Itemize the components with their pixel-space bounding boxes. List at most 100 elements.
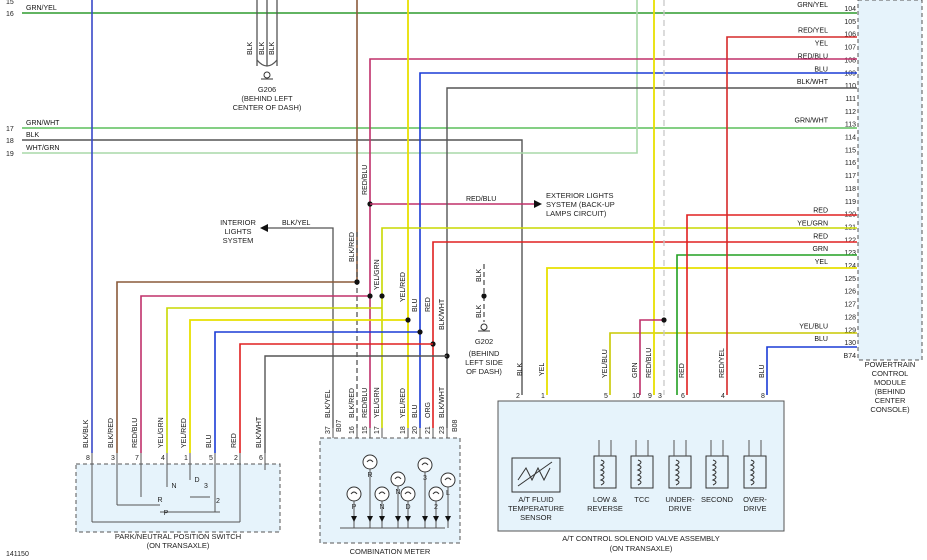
pcm-pin-number: 105 <box>844 19 856 26</box>
pcm-pin-number: 106 <box>844 32 856 39</box>
wire-label: RED <box>425 297 432 312</box>
pcm-pin-number: 112 <box>845 109 856 116</box>
solenoid-pin-number: 4 <box>721 393 725 400</box>
pn-contact-label: 3 <box>204 483 208 490</box>
pcm-wire-label: YEL <box>815 41 828 48</box>
wire-label: YEL <box>539 363 546 376</box>
lamp-filament-icon <box>404 491 412 495</box>
solenoid-coil <box>743 455 767 489</box>
sensor-label: TEMPERATURE <box>508 504 564 513</box>
wire-grn-sol <box>676 254 857 395</box>
pn-pin-number: 7 <box>135 455 139 462</box>
wire-label: WHT/GRN <box>26 145 59 152</box>
meter-wire-label: YEL/RED <box>400 388 407 418</box>
pn-contact-label: D <box>194 477 199 484</box>
wire-blk-red-switch <box>116 281 357 453</box>
splice-dot <box>367 293 373 299</box>
wire-label: GRN/WHT <box>26 120 60 127</box>
solenoid-pin-number: 2 <box>516 393 520 400</box>
meter-wire-label: BLU <box>412 404 419 418</box>
coil-icon <box>711 459 717 486</box>
pcm-label-line: MODULE <box>874 378 906 387</box>
g206-id: G206 <box>258 85 276 94</box>
lamp-icon <box>374 486 390 502</box>
exterior-lights-label: SYSTEM (BACK-UP <box>546 200 615 209</box>
wire-label: BLK/RED <box>349 232 356 262</box>
diode-icon <box>405 516 411 522</box>
meter-wire-label: BLK/YEL <box>325 389 332 418</box>
pcm-pin-number: B74 <box>844 353 857 360</box>
wire-red-blu <box>369 58 857 428</box>
pn-wire-label: BLK/BLK <box>83 419 90 448</box>
lamp-filament-icon <box>394 476 402 480</box>
solenoid-pin-number: 1 <box>541 393 545 400</box>
pcm-wire-label: RED <box>813 233 828 240</box>
lamp-icon <box>362 454 378 470</box>
coil-icon <box>636 459 642 486</box>
pcm-pin-number: 126 <box>844 289 856 296</box>
pcm-pin-number: 123 <box>844 250 856 257</box>
interior-wire-label: BLK/YEL <box>282 220 311 227</box>
solenoid-name: DRIVE <box>669 504 692 513</box>
lamp-filament-icon <box>432 491 440 495</box>
pcm-label-line: (BEHIND <box>875 387 906 396</box>
meter-pin-number: 15 <box>362 426 369 434</box>
row-number: 16 <box>6 11 14 18</box>
solenoid-assembly-sublabel: (ON TRANSAXLE) <box>610 544 673 553</box>
wire-blk-row18 <box>22 139 523 395</box>
wire-label: RED/BLU <box>362 165 369 195</box>
arrow-right-icon <box>534 200 542 208</box>
pn-contact-label: 2 <box>216 498 220 505</box>
g202-wire-label: BLK <box>476 304 483 318</box>
g202-desc: OF DASH) <box>466 367 502 376</box>
wire-label: GRN/YEL <box>26 5 57 12</box>
pcm-label: POWERTRAIN CONTROL MODULE (BEHIND CENTER… <box>865 360 916 414</box>
solenoid-wire-label: GRN <box>632 362 639 378</box>
pcm-pin-number: 128 <box>844 314 856 321</box>
solenoid-name: TCC <box>634 495 650 504</box>
solenoid-name: SECOND <box>701 495 734 504</box>
wire-yel-blu-sol <box>609 332 857 395</box>
pcm-pin-number: 118 <box>845 186 856 193</box>
wire-label: BLK <box>517 362 524 376</box>
lamp-icon <box>417 457 433 473</box>
splice-dot <box>354 279 360 285</box>
pcm-pin-number: 113 <box>845 122 856 129</box>
g206-wire-label: BLK <box>259 41 266 55</box>
solenoid-wire-label: RED/BLU <box>646 348 653 378</box>
diode-icon <box>395 516 401 522</box>
wire-label: BLU <box>412 298 419 312</box>
wire-label: BLK/WHT <box>439 298 446 330</box>
row-number: 17 <box>6 126 14 133</box>
thermistor-icon <box>517 461 553 487</box>
g206-bundle <box>256 59 278 67</box>
g206-wire-label: BLK <box>247 41 254 55</box>
solenoid-coil <box>593 455 617 489</box>
pn-pin-number: 1 <box>184 455 188 462</box>
wire-blu-sol <box>766 346 857 395</box>
lamp-filament-icon <box>350 491 358 495</box>
pn-wire-label: YEL/RED <box>181 418 188 448</box>
lamp-filament-icon <box>444 477 452 481</box>
pcm-pin-number: 125 <box>844 276 856 283</box>
exterior-wire-label: RED/BLU <box>466 196 496 203</box>
pcm-pin-number: 116 <box>845 160 856 167</box>
wire-red-sol <box>686 214 857 395</box>
solenoid-wire-label: BLU <box>759 364 766 378</box>
solenoid-wire-label: RED/YEL <box>719 348 726 378</box>
pcm-pin-number: 124 <box>844 263 856 270</box>
g202-desc: (BEHIND <box>469 349 500 358</box>
coil-icon <box>599 459 605 486</box>
pcm-wire-label: RED <box>813 208 828 215</box>
splice-dot <box>481 293 487 299</box>
meter-pin-number: 37 <box>325 426 332 434</box>
pn-pin-number: 8 <box>86 455 90 462</box>
solenoid-name: UNDER- <box>665 495 695 504</box>
wire-red-blu-switch <box>140 295 370 453</box>
solenoid-pin-number: 5 <box>604 393 608 400</box>
pn-switch-internal <box>91 464 266 523</box>
wire-red-yel-sol <box>726 36 857 395</box>
